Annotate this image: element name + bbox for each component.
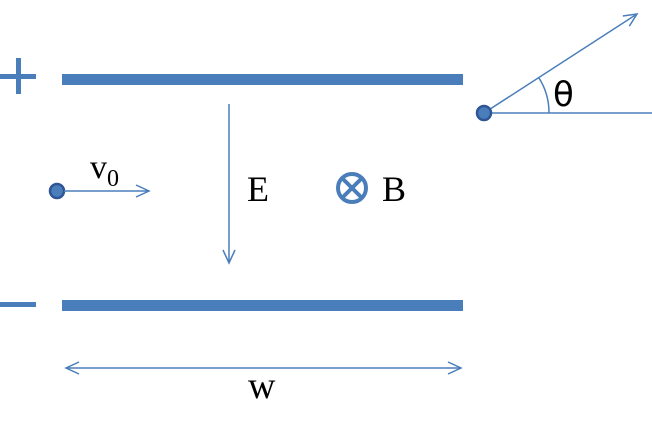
minus-sign bbox=[0, 302, 36, 307]
magnetic-field-into-page-icon bbox=[336, 172, 368, 204]
angle-label: θ bbox=[553, 75, 574, 115]
width-label: w bbox=[248, 365, 276, 407]
velocity-label: v0 bbox=[90, 149, 119, 192]
magnetic-field-label: B bbox=[382, 169, 406, 209]
bottom-plate bbox=[62, 300, 463, 311]
exiting-particle bbox=[475, 104, 493, 122]
incoming-particle bbox=[48, 182, 66, 200]
electric-field-label: E bbox=[247, 169, 269, 209]
plus-sign bbox=[0, 58, 36, 94]
exit-velocity-arrow bbox=[483, 13, 639, 114]
top-plate bbox=[62, 74, 463, 85]
angle-arc bbox=[538, 77, 550, 114]
